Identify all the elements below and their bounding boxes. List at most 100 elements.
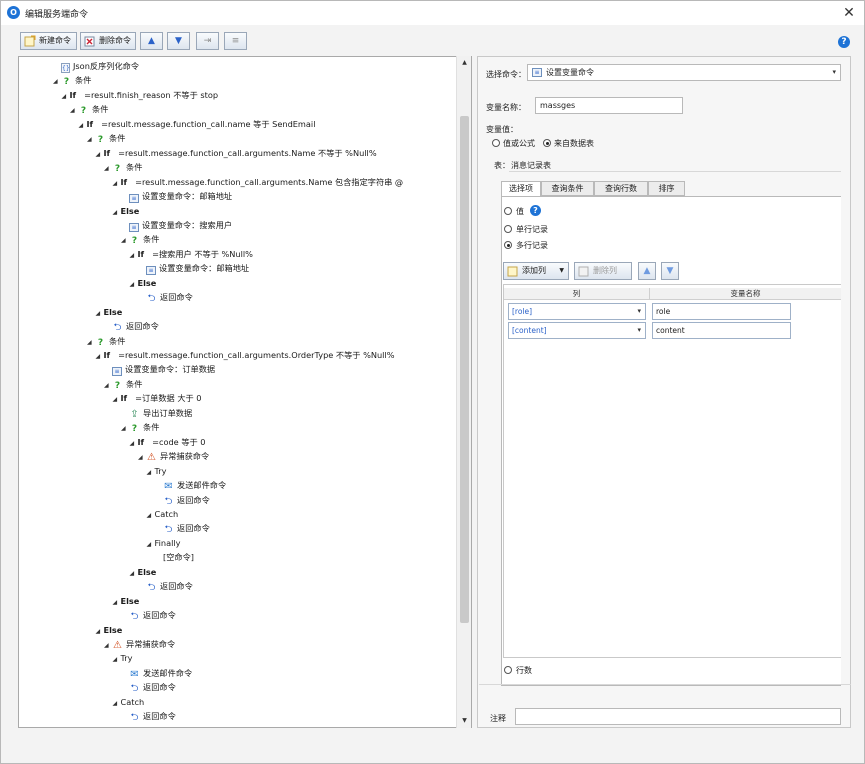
tree-node[interactable]: ⮌返回命令	[138, 580, 192, 593]
expand-toggle-icon[interactable]: ◢	[146, 468, 152, 476]
tree-node[interactable]: ⮌返回命令	[155, 494, 209, 507]
add-column-button[interactable]: 添加列 ▼	[503, 262, 569, 280]
grid-cell-column-select[interactable]: [role]▾	[508, 303, 646, 320]
expand-toggle-icon[interactable]: ◢	[112, 208, 118, 216]
tree-node[interactable]: ≡设置变量命令：邮箱地址	[138, 262, 249, 276]
tree-node[interactable]: ◢If=订单数据 大于 0	[113, 392, 202, 405]
tree-node[interactable]: ≡设置变量命令：邮箱地址	[121, 190, 232, 204]
expand-toggle-icon[interactable]: ◢	[112, 699, 118, 707]
expand-toggle-icon[interactable]: ◢	[129, 439, 135, 447]
tree-node[interactable]: ◢?条件	[104, 378, 142, 391]
tree-node[interactable]: ✉发送邮件命令	[121, 667, 192, 680]
new-command-button[interactable]: 新建命令	[20, 32, 77, 50]
tree-node[interactable]: ≡设置变量命令：搜索用户	[121, 219, 232, 232]
delete-command-button[interactable]: 删除命令	[80, 32, 136, 50]
tree-node[interactable]: ◢Else	[113, 205, 140, 218]
tree-node[interactable]: ◢Catch	[147, 508, 179, 521]
expand-toggle-icon[interactable]: ◢	[129, 251, 135, 259]
outdent-button[interactable]: ≡	[224, 32, 247, 50]
tree-node[interactable]: ◢?条件	[70, 103, 108, 116]
tree-node[interactable]: ◢?条件	[121, 233, 159, 246]
variable-name-input[interactable]: massges	[535, 97, 683, 114]
expand-toggle-icon[interactable]: ◢	[70, 107, 75, 115]
radio-single-row[interactable]	[504, 225, 512, 233]
help-icon[interactable]: ?	[530, 205, 541, 216]
expand-toggle-icon[interactable]: ◢	[129, 280, 135, 288]
tree-node[interactable]: ◢?条件	[104, 161, 142, 174]
expand-toggle-icon[interactable]: ◢	[95, 627, 101, 635]
expand-toggle-icon[interactable]: ◢	[104, 642, 109, 649]
expand-toggle-icon[interactable]: ◢	[95, 150, 101, 158]
command-tree[interactable]: {}Json反序列化命令◢?条件◢If=result.finish_reason…	[18, 56, 472, 728]
tree-node[interactable]: ◢If=code 等于 0	[130, 436, 206, 449]
indent-button[interactable]: ⇥	[196, 32, 219, 50]
tree-node[interactable]: ◢Catch	[113, 696, 145, 709]
tree-node[interactable]: ⮌返回命令	[121, 710, 175, 723]
tree-node[interactable]: ⮌返回命令	[155, 522, 209, 535]
tree-node[interactable]: ◢Else	[130, 566, 157, 579]
tree-node[interactable]: ⇪导出订单数据	[121, 407, 192, 420]
expand-toggle-icon[interactable]: ◢	[61, 92, 67, 100]
tab-select-items[interactable]: 选择项	[501, 181, 541, 197]
expand-toggle-icon[interactable]: ◢	[112, 656, 118, 664]
tree-node[interactable]: ⮌返回命令	[138, 291, 192, 304]
expand-toggle-icon[interactable]: ◢	[121, 237, 126, 245]
expand-toggle-icon[interactable]: ◢	[53, 78, 58, 86]
delete-column-button[interactable]: 删除列	[574, 262, 632, 280]
expand-toggle-icon[interactable]: ◢	[112, 396, 118, 404]
tree-node[interactable]: ⮌返回命令	[104, 320, 158, 333]
tree-node[interactable]: ◢⚠异常捕获命令	[138, 450, 209, 463]
expand-toggle-icon[interactable]: ◢	[87, 338, 92, 346]
expand-toggle-icon[interactable]: ◢	[146, 511, 152, 519]
radio-from-table[interactable]	[543, 139, 551, 147]
tree-node[interactable]: ◢Else	[96, 306, 123, 319]
tree-node[interactable]: ◢Else	[130, 277, 157, 290]
select-command-dropdown[interactable]: ≡ 设置变量命令 ▾	[527, 64, 841, 81]
tree-node[interactable]: ◢If=搜索用户 不等于 %Null%	[130, 248, 253, 261]
help-icon[interactable]: ?	[838, 36, 850, 48]
tab-query-conditions[interactable]: 查询条件	[541, 181, 594, 196]
tree-node[interactable]: ⮌返回命令	[121, 681, 175, 694]
scroll-down-button[interactable]: ▼	[462, 717, 467, 724]
radio-multi-row[interactable]	[504, 241, 512, 249]
expand-toggle-icon[interactable]: ◢	[138, 454, 143, 462]
tree-node[interactable]: ◢Try	[113, 652, 133, 665]
expand-toggle-icon[interactable]: ◢	[95, 353, 101, 360]
tree-node[interactable]: [空命令]	[155, 551, 194, 564]
tree-node[interactable]: ◢⚠异常捕获命令	[104, 638, 175, 651]
move-up-button[interactable]: ▲	[140, 32, 163, 50]
expand-toggle-icon[interactable]: ◢	[129, 569, 135, 577]
tree-node[interactable]: ◢If=result.message.function_call.argumen…	[96, 349, 395, 362]
tree-node[interactable]: ◢If=result.finish_reason 不等于 stop	[62, 89, 219, 102]
radio-row-count[interactable]	[504, 666, 512, 674]
scroll-up-button[interactable]: ▲	[462, 59, 467, 66]
grid-cell-variable-input[interactable]: role	[652, 303, 791, 320]
tree-node[interactable]: ◢If=result.message.function_call.name 等于…	[79, 118, 316, 131]
column-down-button[interactable]: ▼	[661, 262, 679, 280]
tree-node[interactable]: ◢If=result.message.function_call.argumen…	[96, 147, 377, 160]
grid-cell-variable-input[interactable]: content	[652, 322, 791, 339]
tree-node[interactable]: ✉发送邮件命令	[155, 479, 226, 492]
tree-node[interactable]: ≡设置变量命令：订单数据	[104, 363, 215, 377]
tree-node[interactable]: ◢If=result.message.function_call.argumen…	[113, 176, 404, 189]
expand-toggle-icon[interactable]: ◢	[121, 425, 126, 433]
expand-toggle-icon[interactable]: ◢	[146, 540, 152, 548]
tree-node[interactable]: ◢?条件	[53, 74, 91, 87]
radio-value[interactable]	[504, 207, 512, 215]
grid-cell-column-select[interactable]: [content]▾	[508, 322, 646, 339]
column-up-button[interactable]: ▲	[638, 262, 656, 280]
expand-toggle-icon[interactable]: ◢	[95, 309, 101, 317]
tab-query-rows[interactable]: 查询行数	[594, 181, 648, 196]
expand-toggle-icon[interactable]: ◢	[112, 179, 118, 187]
move-down-button[interactable]: ▼	[167, 32, 190, 50]
radio-formula[interactable]	[492, 139, 500, 147]
tree-node[interactable]: ◢Finally	[147, 537, 181, 550]
expand-toggle-icon[interactable]: ◢	[78, 121, 84, 129]
tree-node[interactable]: ◢Else	[96, 624, 123, 637]
tree-node[interactable]: ◢Else	[113, 595, 140, 608]
comment-input[interactable]	[515, 708, 841, 725]
tree-node[interactable]: ◢?条件	[87, 335, 125, 348]
expand-toggle-icon[interactable]: ◢	[87, 136, 92, 144]
tree-node[interactable]: ⮌返回命令	[121, 609, 175, 622]
expand-toggle-icon[interactable]: ◢	[112, 598, 118, 606]
